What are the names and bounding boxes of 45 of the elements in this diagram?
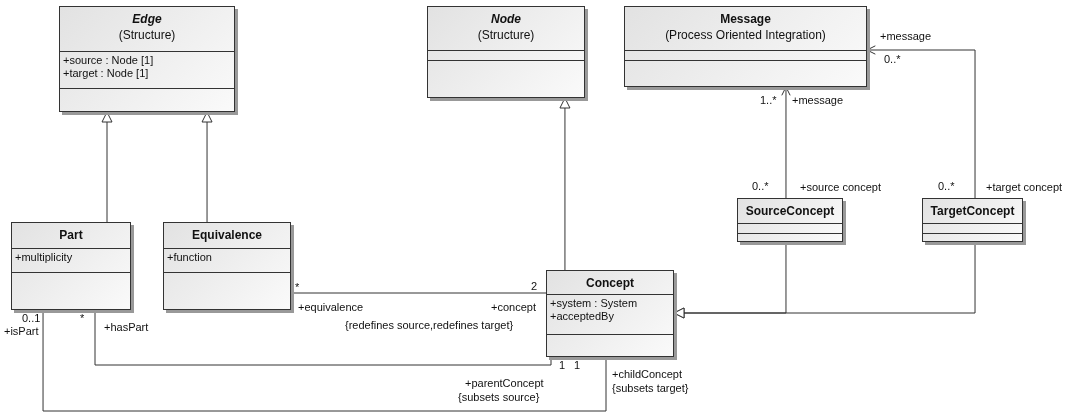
class-box	[624, 6, 867, 87]
multiplicity: 0..*	[884, 53, 901, 65]
class-name: TargetConcept	[930, 203, 1015, 219]
role-name: +message	[792, 94, 844, 106]
role-name: +target concept	[986, 181, 1063, 193]
role-name: +hasPart	[104, 321, 149, 333]
multiplicity: 1	[559, 359, 566, 371]
package-name: (Structure)	[477, 27, 535, 43]
role-name: +childConcept	[612, 368, 683, 380]
class-box	[737, 198, 843, 242]
multiplicity: 0..1	[22, 312, 41, 324]
attribute-text: +multiplicity	[15, 251, 73, 264]
class-name: Node	[491, 11, 521, 27]
class-name: Equivalence	[192, 227, 262, 243]
constraint-text: {subsets source}	[458, 391, 540, 403]
constraint-text: {subsets target}	[612, 382, 689, 394]
constraint-text: {redefines source,redefines target}	[345, 319, 514, 331]
multiplicity: 2	[531, 280, 538, 292]
class-box	[427, 6, 585, 98]
multiplicity: *	[80, 312, 85, 324]
role-name: +concept	[491, 301, 536, 313]
class-name: Edge	[132, 11, 162, 27]
attribute-text: +function	[167, 251, 212, 264]
class-box	[922, 198, 1023, 242]
multiplicity: 1..*	[760, 94, 777, 106]
package-name: (Structure)	[118, 27, 176, 43]
role-name: +isPart	[4, 325, 39, 337]
role-name: +message	[880, 30, 932, 42]
attribute-text: +source : Node [1]	[63, 54, 154, 67]
class-name: Part	[59, 227, 83, 243]
package-name: (Process Oriented Integration)	[665, 27, 826, 43]
attribute-text: +system : System	[550, 297, 638, 310]
role-name: +source concept	[800, 181, 882, 193]
class-box	[163, 222, 291, 310]
class-box	[59, 6, 235, 112]
class-box	[11, 222, 131, 310]
multiplicity: *	[295, 281, 300, 293]
class-name: Concept	[586, 275, 634, 291]
class-name: SourceConcept	[745, 203, 835, 219]
class-box	[546, 270, 674, 357]
role-name: +equivalence	[298, 301, 364, 313]
attribute-text: +acceptedBy	[550, 310, 614, 323]
role-name: +parentConcept	[465, 377, 544, 389]
class-name: Message	[720, 11, 771, 27]
attribute-text: +target : Node [1]	[63, 67, 149, 80]
